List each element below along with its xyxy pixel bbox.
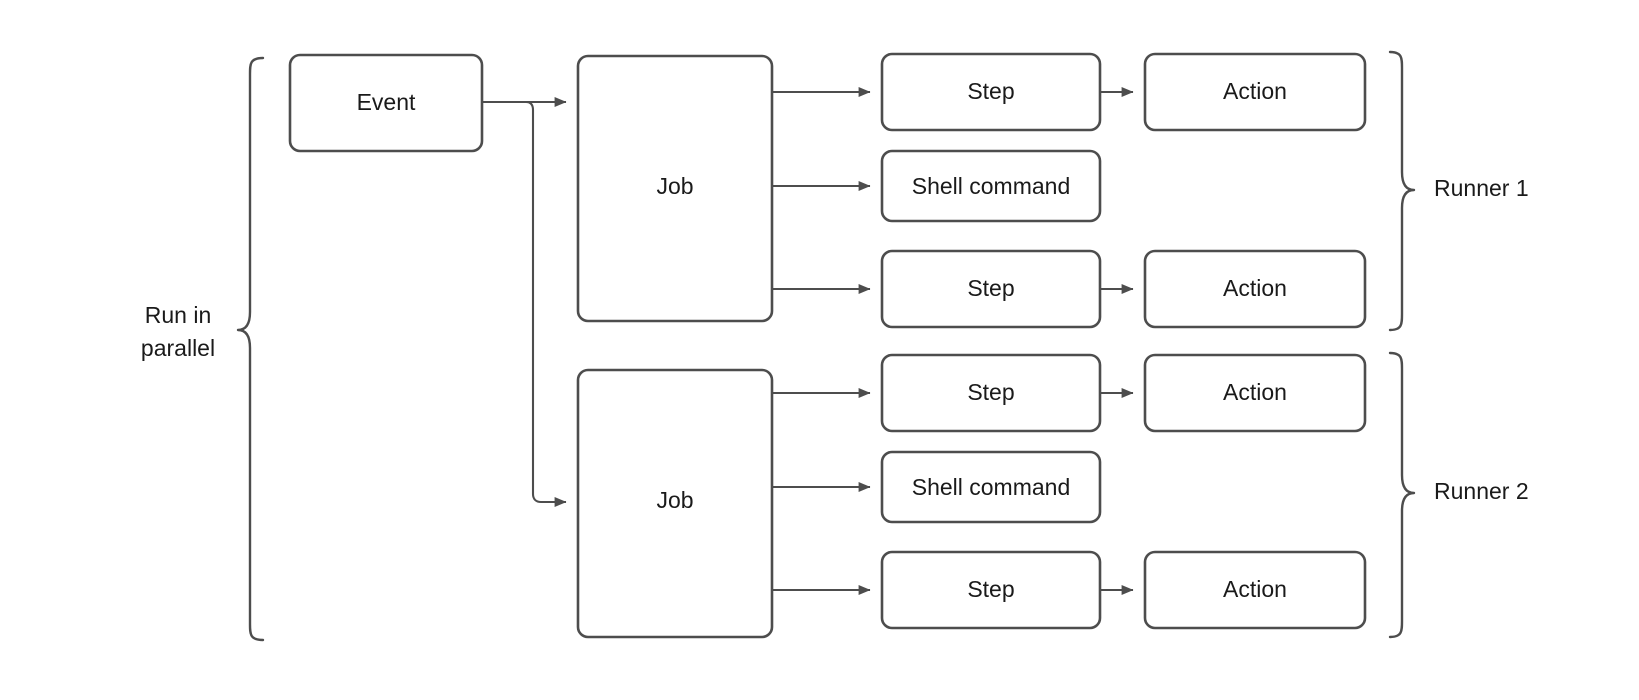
runner-2-label: Runner 2 [1434,478,1529,504]
left-brace-icon [236,56,265,642]
runner-2-group: Runner 2 [1388,351,1529,639]
runner1-action-2-rect[interactable] [1143,249,1367,329]
runner2-action-2-label: Action [1223,576,1287,602]
event-to-jobs-connectors [482,97,567,507]
runner2-step-1-node[interactable]: Step [880,353,1102,433]
run-in-parallel-group: Run in parallel [141,56,265,642]
runner2-shell-command-label: Shell command [912,474,1071,500]
job-2-out-connectors [772,388,871,595]
runner2-step-2-label: Step [967,576,1014,602]
runner1-shell-command-label: Shell command [912,173,1071,199]
runner2-action-2-node[interactable]: Action [1143,550,1367,630]
runner2-step-2-node[interactable]: Step [880,550,1102,630]
job-1-node-rect[interactable] [576,54,774,323]
job-2-node-rect[interactable] [576,368,774,639]
runner2-step-1-label: Step [967,379,1014,405]
job-1-node[interactable]: Job [576,54,774,323]
runner1-action-1-rect[interactable] [1143,52,1367,132]
runner1-step-2-node[interactable]: Step [880,249,1102,329]
runner-1-label: Runner 1 [1434,175,1529,201]
runner-1-brace-icon [1388,50,1416,332]
job-1-node-label: Job [656,173,693,199]
runner2-action-1-node[interactable]: Action [1143,353,1367,433]
job-2-node-label: Job [656,487,693,513]
runner1-action-1-label: Action [1223,78,1287,104]
runner-1-group: Runner 1 [1388,50,1529,332]
runner2-shell-command-node[interactable]: Shell command [880,450,1102,524]
job-2-node[interactable]: Job [576,368,774,639]
runner1-step-1-node[interactable]: Step [880,52,1102,132]
run-in-parallel-label-line2: parallel [141,335,215,361]
runner2-shell-command-rect[interactable] [880,450,1102,524]
event-node[interactable]: Event [288,53,484,153]
runner1-shell-command-rect[interactable] [880,149,1102,223]
runner2-action-2-rect[interactable] [1143,550,1367,630]
runner1-shell-command-node[interactable]: Shell command [880,149,1102,223]
runner1-action-2-label: Action [1223,275,1287,301]
runner1-action-1-node[interactable]: Action [1143,52,1367,132]
runner1-action-2-node[interactable]: Action [1143,249,1367,329]
runner1-step-1-label: Step [967,78,1014,104]
runner-2-brace-icon [1388,351,1416,639]
edge-event-to-job2 [512,100,567,507]
runner1-step-2-label: Step [967,275,1014,301]
run-in-parallel-label-line1: Run in [145,302,211,328]
job-1-out-connectors [772,87,871,294]
runner2-action-1-label: Action [1223,379,1287,405]
event-node-label: Event [357,89,416,115]
runner2-action-1-rect[interactable] [1143,353,1367,433]
